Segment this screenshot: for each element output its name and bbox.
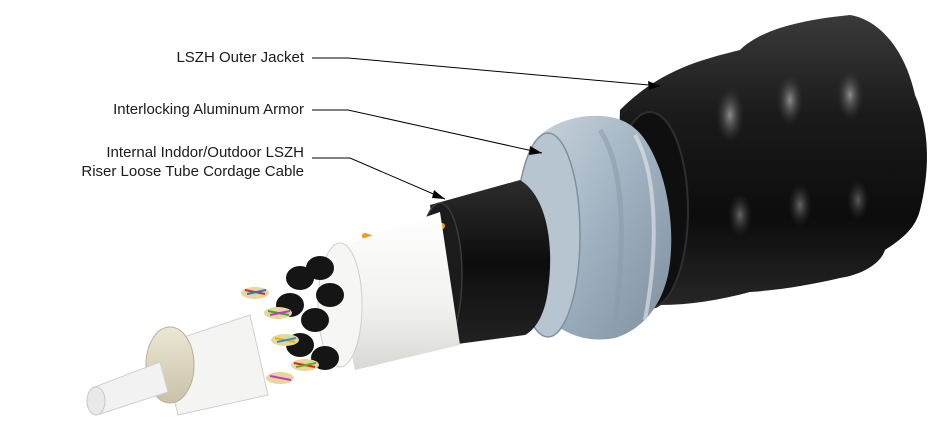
- core-wrap: [145, 314, 269, 416]
- label-aluminum-armor: Interlocking Aluminum Armor: [113, 101, 304, 118]
- label-cordage-line-2: Riser Loose Tube Cordage Cable: [81, 163, 304, 180]
- leader-arrowheads: [432, 81, 660, 199]
- label-outer-jacket: LSZH Outer Jacket: [176, 49, 304, 66]
- label-cordage-cable: Internal Inddor/Outdoor LSZH Riser Loose…: [81, 143, 304, 181]
- central-strength-member: [86, 361, 169, 416]
- label-cordage-line-1: Internal Inddor/Outdoor LSZH: [106, 144, 304, 161]
- fiber-bundles: [241, 287, 319, 384]
- leader-lines: [312, 57, 661, 200]
